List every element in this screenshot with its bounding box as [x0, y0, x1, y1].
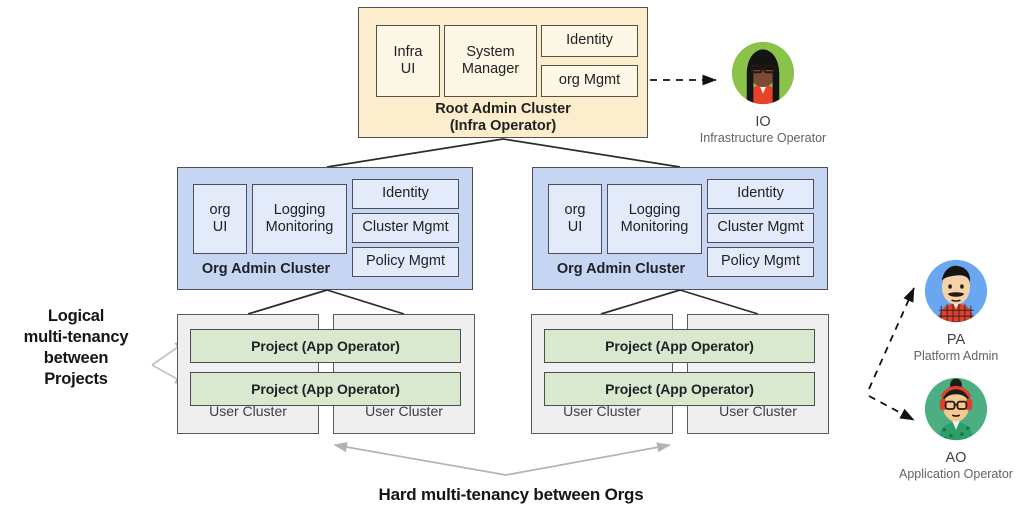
user-cluster-label: User Cluster: [209, 403, 287, 419]
root-admin-cluster-title: Root Admin Cluster (Infra Operator): [359, 101, 647, 136]
project-2a[interactable]: Project (App Operator): [544, 329, 815, 363]
title-text: Org Admin Cluster: [201, 261, 331, 277]
persona-abbr: PA: [946, 332, 966, 348]
user-cluster-label: User Cluster: [563, 403, 641, 419]
org-admin-cluster-2-title: Org Admin Cluster: [535, 261, 707, 278]
component-identity[interactable]: Identity: [352, 179, 459, 209]
persona-ao[interactable]: AO Application Operator: [890, 372, 1022, 482]
component-label-2: UI: [567, 219, 583, 235]
component-label: org: [564, 201, 586, 218]
component-infra-ui[interactable]: Infra UI: [376, 25, 440, 97]
component-label-2: Monitoring: [265, 219, 334, 235]
label-line-1: Logical: [47, 307, 105, 325]
project-label: Project (App Operator): [251, 338, 400, 354]
component-system-manager[interactable]: System Manager: [444, 25, 537, 97]
component-org-ui[interactable]: org UI: [193, 184, 247, 254]
org-admin-cluster-1-title: Org Admin Cluster: [180, 261, 352, 278]
logical-multitenancy-label: Logical multi-tenancy between Projects: [6, 306, 146, 390]
component-label-2: Monitoring: [620, 219, 689, 235]
project-label: Project (App Operator): [251, 381, 400, 397]
title-text: Org Admin Cluster: [556, 261, 686, 277]
root-to-org-connectors: [326, 138, 681, 168]
component-label: Policy Mgmt: [721, 253, 800, 270]
project-label: Project (App Operator): [605, 381, 754, 397]
avatar-pa-icon: [924, 259, 988, 323]
component-label: Cluster Mgmt: [362, 219, 449, 236]
component-label: System: [466, 43, 515, 60]
title-line-1: Root Admin Cluster: [435, 101, 571, 117]
component-identity[interactable]: Identity: [541, 25, 638, 57]
persona-io[interactable]: IO Infrastructure Operator: [697, 36, 829, 146]
org-to-usercluster-connectors: [247, 289, 759, 315]
component-label-2: UI: [212, 219, 228, 235]
component-label: Policy Mgmt: [366, 253, 445, 270]
persona-role: Application Operator: [899, 466, 1013, 481]
user-cluster-label: User Cluster: [365, 403, 443, 419]
title-line-2: (Infra Operator): [449, 118, 557, 135]
org-admin-cluster-2[interactable]: org UI Logging Monitoring Identity Clust…: [532, 167, 828, 290]
project-label: Project (App Operator): [605, 338, 754, 354]
user-cluster-label: User Cluster: [719, 403, 797, 419]
hard-tenancy-arrow: [333, 442, 671, 476]
component-label-2: UI: [400, 61, 416, 77]
component-label: org Mgmt: [558, 72, 621, 89]
component-cluster-mgmt[interactable]: Cluster Mgmt: [707, 213, 814, 243]
persona-role: Platform Admin: [913, 348, 999, 363]
component-label: Logging: [628, 201, 681, 218]
org-admin-cluster-1[interactable]: org UI Logging Monitoring Identity Clust…: [177, 167, 473, 290]
project-2b[interactable]: Project (App Operator): [544, 372, 815, 406]
persona-abbr: AO: [945, 450, 967, 466]
hard-multitenancy-label: Hard multi-tenancy between Orgs: [378, 485, 644, 504]
component-label: Identity: [566, 32, 613, 49]
component-policy-mgmt[interactable]: Policy Mgmt: [352, 247, 459, 277]
component-logging-monitoring[interactable]: Logging Monitoring: [607, 184, 702, 254]
project-1b[interactable]: Project (App Operator): [190, 372, 461, 406]
project-1a[interactable]: Project (App Operator): [190, 329, 461, 363]
label-line-2: multi-tenancy: [23, 328, 129, 347]
component-policy-mgmt[interactable]: Policy Mgmt: [707, 247, 814, 277]
component-org-ui[interactable]: org UI: [548, 184, 602, 254]
component-label: Identity: [382, 185, 429, 202]
component-label: Cluster Mgmt: [717, 219, 804, 236]
component-label: Infra: [393, 43, 423, 60]
avatar-ao-icon: [924, 377, 988, 441]
label-line-3: between: [43, 349, 109, 368]
component-org-mgmt[interactable]: org Mgmt: [541, 65, 638, 97]
component-identity[interactable]: Identity: [707, 179, 814, 209]
persona-pa[interactable]: PA Platform Admin: [890, 254, 1022, 364]
component-label: Identity: [737, 185, 784, 202]
component-label-2: Manager: [461, 61, 520, 77]
persona-role: Infrastructure Operator: [699, 130, 827, 145]
component-label: Logging: [273, 201, 326, 218]
root-admin-cluster[interactable]: Infra UI System Manager Identity org Mgm…: [358, 7, 648, 138]
component-logging-monitoring[interactable]: Logging Monitoring: [252, 184, 347, 254]
component-cluster-mgmt[interactable]: Cluster Mgmt: [352, 213, 459, 243]
label-line-4: Projects: [44, 370, 108, 389]
component-label: org: [209, 201, 231, 218]
persona-abbr: IO: [755, 114, 771, 130]
avatar-io-icon: [731, 41, 795, 105]
